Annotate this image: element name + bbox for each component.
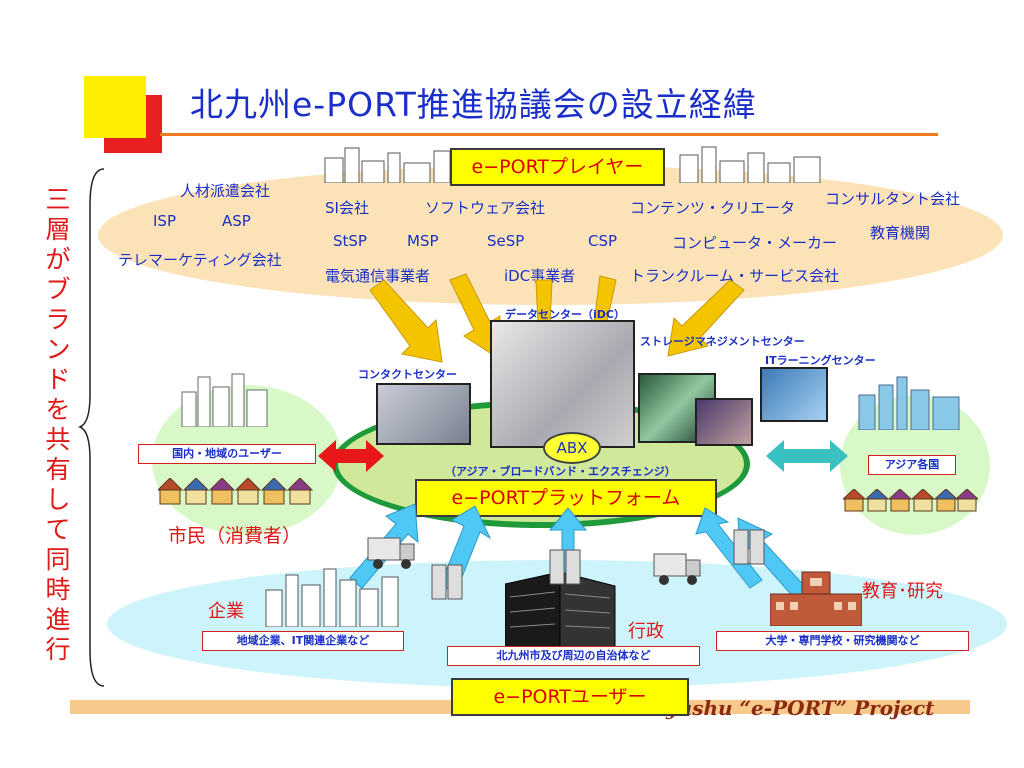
- player-software: ソフトウェア会社: [425, 199, 546, 217]
- players-box: e−PORTプレイヤー: [450, 148, 665, 186]
- asia-label: アジア各国: [868, 455, 956, 475]
- player-csp: CSP: [588, 232, 618, 250]
- title-decor-square-overlap: [104, 95, 146, 138]
- player-content-creator: コンテンツ・クリエータ: [630, 199, 796, 217]
- player-telemarketing: テレマーケティング会社: [118, 251, 282, 269]
- player-staffing: 人材派遣会社: [180, 182, 271, 200]
- player-computer-maker: コンピュータ・メーカー: [672, 234, 838, 252]
- houses-icon: [158, 478, 313, 505]
- asia-link-arrow: [766, 440, 848, 472]
- asia-city-icon: [858, 376, 960, 430]
- storage-label: ストレージマネジメントセンター: [640, 335, 805, 348]
- player-msp: MSP: [407, 232, 439, 250]
- player-si: SI会社: [325, 199, 369, 217]
- player-asp: ASP: [222, 212, 251, 230]
- abx-caption: （アジア・ブロードバンド・エクスチェンジ）: [445, 465, 676, 478]
- side-vertical-text: 三層がブランドを共有して同時進行: [45, 185, 71, 664]
- platform-box: e−PORTプラットフォーム: [415, 479, 717, 517]
- truck-icon: [367, 537, 415, 569]
- storage-center-image-2: [695, 398, 753, 446]
- domestic-users-label: 国内・地域のユーザー: [138, 444, 316, 464]
- university-building-icon: [770, 571, 862, 626]
- government-desc: 北九州市及び周辺の自治体など: [447, 646, 700, 666]
- page-title: 北九州e-PORT推進協議会の設立経緯: [190, 85, 757, 124]
- brace-icon: [78, 168, 105, 687]
- abx-badge: ABX: [543, 432, 601, 464]
- player-stsp: StSP: [333, 232, 367, 250]
- company-desc: 地域企業、IT関連企業など: [202, 631, 404, 651]
- truck-icon-2: [653, 553, 701, 585]
- player-sesp: SeSP: [487, 232, 525, 250]
- company-city-icon: [265, 568, 399, 627]
- server-icon-2: [549, 549, 581, 585]
- contact-label: コンタクトセンター: [358, 368, 457, 381]
- player-consultant: コンサルタント会社: [825, 190, 961, 208]
- player-trunkroom: トランクルーム・サービス会社: [630, 267, 840, 285]
- player-education: 教育機関: [870, 224, 931, 242]
- domestic-link-arrow: [318, 440, 384, 472]
- government-building-icon: [505, 572, 616, 647]
- education-desc: 大学・専門学校・研究機関など: [716, 631, 969, 651]
- player-idc: iDC事業者: [504, 267, 576, 285]
- it-learning-image: [760, 367, 828, 422]
- data-center-image: [490, 320, 635, 448]
- domestic-city-icon: [181, 373, 268, 427]
- education-label: 教育･研究: [862, 581, 943, 602]
- citizen-label: 市民（消費者）: [168, 525, 302, 547]
- player-isp: ISP: [153, 212, 176, 230]
- player-telecom: 電気通信事業者: [325, 267, 431, 285]
- it-learning-label: ITラーニングセンター: [765, 354, 876, 367]
- users-box: e−PORTユーザー: [451, 678, 689, 716]
- contact-center-image: [376, 383, 471, 445]
- company-label: 企業: [208, 601, 244, 622]
- government-label: 行政: [628, 621, 664, 642]
- asia-houses-icon: [843, 489, 978, 512]
- idc-label: データセンター（iDC）: [505, 308, 625, 321]
- server-icon-3: [733, 529, 765, 565]
- title-underline: [160, 133, 938, 136]
- server-icon: [431, 564, 463, 600]
